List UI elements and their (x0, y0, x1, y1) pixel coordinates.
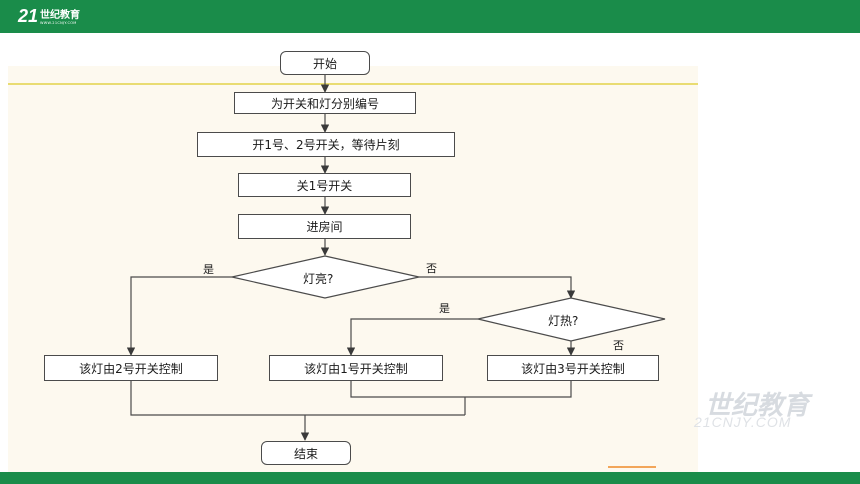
logo-mark: 21 (18, 6, 39, 26)
step4-label: 进房间 (306, 220, 343, 234)
decision-diamond-light-on (231, 255, 420, 299)
line-merge-right (350, 381, 572, 398)
result-switch1: 该灯由1号开关控制 (269, 355, 443, 381)
result-switch3-label: 该灯由3号开关控制 (521, 361, 625, 376)
step-enter-room: 进房间 (238, 214, 411, 239)
decision-light-hot-label: 灯热? (548, 314, 579, 328)
start-label: 开始 (312, 56, 337, 71)
no-label-decision1: 否 (426, 262, 437, 275)
bottom-bar (0, 472, 860, 484)
no-label-decision2: 否 (613, 339, 624, 352)
slide-divider-line (8, 83, 698, 85)
step2-label: 开1号、2号开关，等待片刻 (252, 138, 400, 152)
site-logo[interactable]: 21 世纪教育 WWW.21CNJY.COM (18, 6, 80, 26)
step-open-switches: 开1号、2号开关，等待片刻 (197, 132, 455, 157)
step1-label: 为开关和灯分别编号 (270, 96, 379, 111)
end-node: 结束 (261, 441, 351, 465)
watermark-text: 世纪教育 (705, 390, 810, 420)
result-switch3: 该灯由3号开关控制 (487, 355, 659, 381)
step3-label: 关1号开关 (296, 178, 353, 193)
step-close-switch1: 关1号开关 (238, 173, 411, 197)
result-switch2: 该灯由2号开关控制 (44, 355, 218, 381)
orange-accent-mark (608, 466, 656, 468)
logo-subtext: WWW.21CNJY.COM (40, 21, 77, 25)
logo-text: 世纪教育 (40, 10, 81, 21)
step-number-switches: 为开关和灯分别编号 (234, 92, 416, 114)
arrow-decision1-yes (126, 276, 232, 356)
decision-diamond-light-hot (477, 297, 666, 342)
end-label: 结束 (293, 446, 318, 461)
result-switch1-label: 该灯由1号开关控制 (304, 361, 408, 376)
line-merge-left (130, 381, 465, 416)
start-node: 开始 (280, 51, 370, 75)
yes-label-decision2: 是 (439, 302, 450, 315)
watermark-subtext: 21CNJY.COM (694, 414, 792, 430)
top-bar: 21 世纪教育 WWW.21CNJY.COM (0, 0, 860, 33)
decision-light-on-label: 灯亮? (303, 272, 334, 286)
result-switch2-label: 该灯由2号开关控制 (79, 361, 183, 376)
arrow-decision1-no (419, 276, 576, 299)
arrow-decision2-yes (346, 318, 478, 356)
yes-label-decision1: 是 (203, 263, 214, 276)
